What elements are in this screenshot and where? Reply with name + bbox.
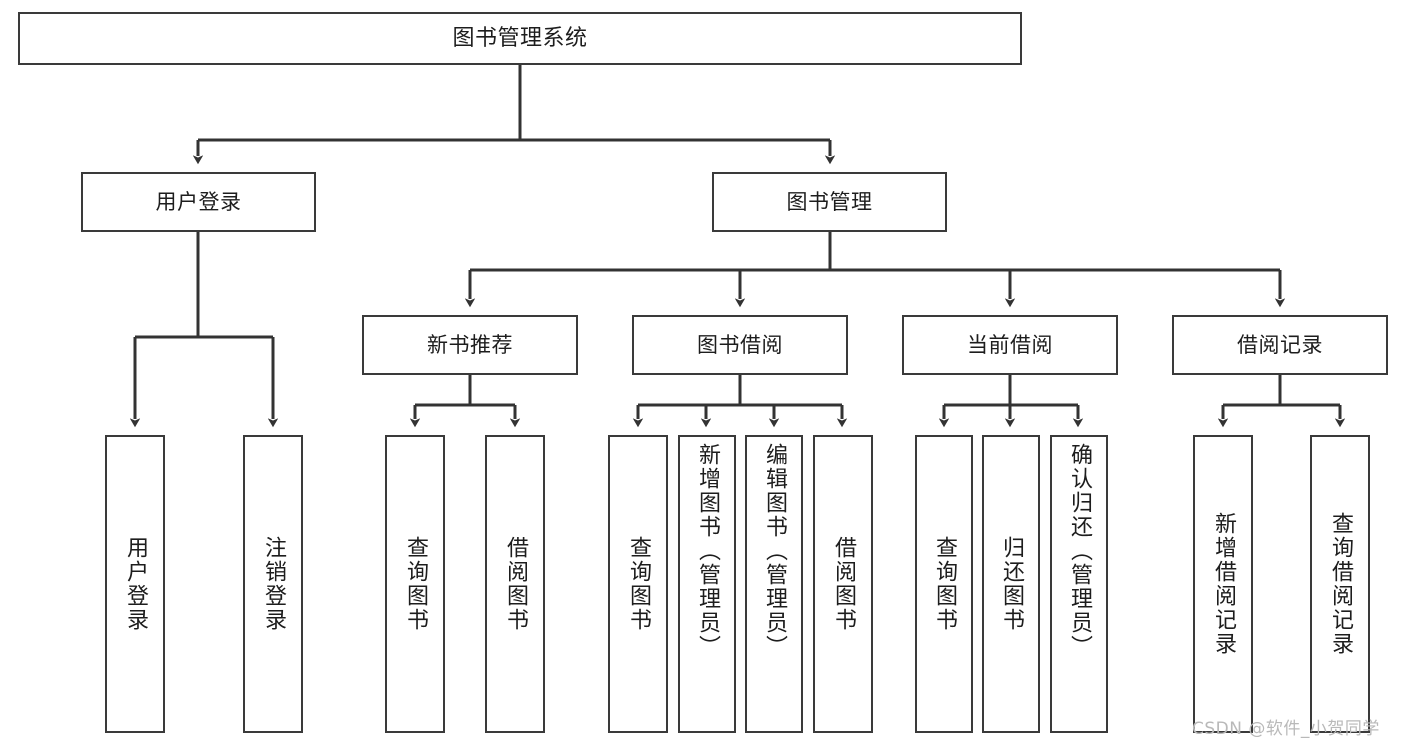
node-leaf-add-record-label: 新增借阅记录 <box>1211 512 1236 656</box>
node-leaf-user-login-label: 用户登录 <box>123 536 148 632</box>
node-leaf-edit-book[interactable]: 编辑图书（管理员） <box>745 435 803 733</box>
node-book-borrow[interactable]: 图书借阅 <box>632 315 848 375</box>
node-leaf-logout[interactable]: 注销登录 <box>243 435 303 733</box>
node-leaf-confirm-return[interactable]: 确认归还（管理员） <box>1050 435 1108 733</box>
node-leaf-user-login[interactable]: 用户登录 <box>105 435 165 733</box>
node-user-login-label: 用户登录 <box>155 189 242 214</box>
node-leaf-borrow-book-1[interactable]: 借阅图书 <box>485 435 545 733</box>
node-leaf-query-book-2[interactable]: 查询图书 <box>608 435 668 733</box>
node-leaf-query-book-1[interactable]: 查询图书 <box>385 435 445 733</box>
node-leaf-query-book-3-label: 查询图书 <box>932 536 957 632</box>
node-root-label: 图书管理系统 <box>452 25 588 51</box>
node-leaf-return-book-label: 归还图书 <box>999 536 1024 632</box>
node-new-book-recommend-label: 新书推荐 <box>427 332 513 357</box>
node-leaf-borrow-book-2-label: 借阅图书 <box>831 536 856 632</box>
node-leaf-query-record[interactable]: 查询借阅记录 <box>1310 435 1370 733</box>
node-leaf-logout-label: 注销登录 <box>261 536 286 632</box>
node-book-borrow-label: 图书借阅 <box>697 332 783 357</box>
node-current-borrow[interactable]: 当前借阅 <box>902 315 1118 375</box>
node-leaf-add-book[interactable]: 新增图书（管理员） <box>678 435 736 733</box>
node-leaf-query-book-3[interactable]: 查询图书 <box>915 435 973 733</box>
csdn-watermark: CSDN @软件_小贺同学 <box>1192 719 1380 739</box>
node-leaf-borrow-book-2[interactable]: 借阅图书 <box>813 435 873 733</box>
node-leaf-query-book-1-label: 查询图书 <box>403 536 428 632</box>
node-book-manage-label: 图书管理 <box>786 189 873 214</box>
node-leaf-query-record-label: 查询借阅记录 <box>1328 512 1353 656</box>
node-current-borrow-label: 当前借阅 <box>967 332 1053 357</box>
node-leaf-edit-book-label: 编辑图书（管理员） <box>762 443 787 659</box>
node-leaf-borrow-book-1-label: 借阅图书 <box>503 536 528 632</box>
node-borrow-record[interactable]: 借阅记录 <box>1172 315 1388 375</box>
node-book-manage[interactable]: 图书管理 <box>712 172 947 232</box>
node-root[interactable]: 图书管理系统 <box>18 12 1022 65</box>
node-user-login[interactable]: 用户登录 <box>81 172 316 232</box>
node-leaf-query-book-2-label: 查询图书 <box>626 536 651 632</box>
node-leaf-add-book-label: 新增图书（管理员） <box>695 443 720 659</box>
node-leaf-return-book[interactable]: 归还图书 <box>982 435 1040 733</box>
node-leaf-add-record[interactable]: 新增借阅记录 <box>1193 435 1253 733</box>
node-leaf-confirm-return-label: 确认归还（管理员） <box>1067 443 1092 659</box>
node-new-book-recommend[interactable]: 新书推荐 <box>362 315 578 375</box>
node-borrow-record-label: 借阅记录 <box>1237 332 1323 357</box>
